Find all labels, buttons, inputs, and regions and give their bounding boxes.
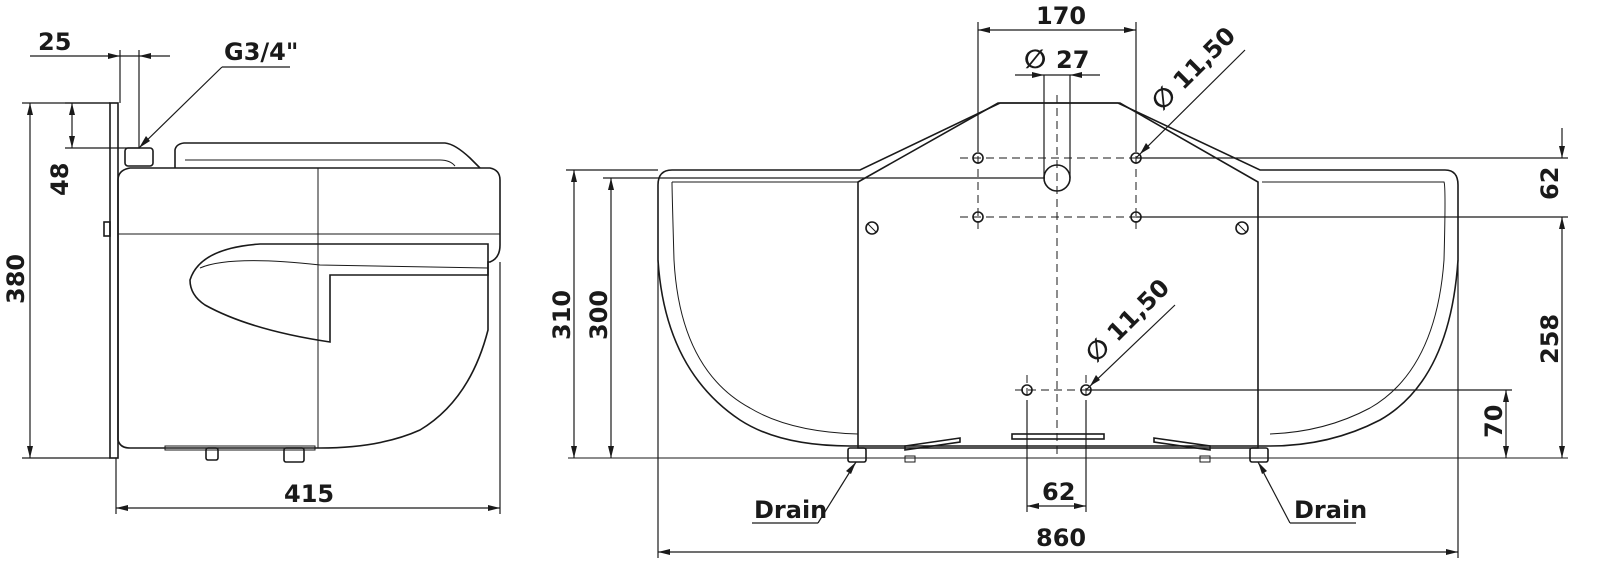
dim-slot-diameter: 27	[1056, 46, 1089, 74]
dim-hole-spacing: 170	[1036, 2, 1086, 30]
dim-inlet-height: 48	[46, 163, 74, 196]
dim-total-width: 860	[1036, 524, 1086, 552]
base-slot-right	[1153, 437, 1211, 451]
foot-front-1	[904, 455, 916, 463]
drain-label-right: Drain	[1294, 496, 1367, 524]
drain-label-left: Drain	[754, 496, 827, 524]
bowl-opening	[189, 243, 489, 343]
dim-lower-hole-spacing: 62	[1042, 478, 1075, 506]
base-strip	[164, 445, 316, 451]
dim-height-300: 300	[585, 290, 613, 340]
screw-left-icon	[865, 221, 879, 235]
foot-right	[283, 447, 305, 463]
dim-depth: 415	[284, 480, 334, 508]
dim-top-width: 25	[38, 28, 71, 56]
wall-plate	[109, 102, 119, 459]
drain-valve-left	[847, 447, 867, 463]
bowl-lip	[199, 260, 489, 269]
dim-total-height: 380	[2, 254, 30, 304]
dim-upper-to-lower: 258	[1536, 314, 1564, 364]
inlet-thread-label: G3/4"	[224, 38, 298, 66]
dim-upper-hole-diameter: 11,50	[1168, 22, 1241, 95]
side-view: 25 G3/4" 48 380 415	[2, 28, 501, 514]
side-bolt	[103, 221, 111, 237]
screw-right-icon	[1235, 221, 1249, 235]
lid-inner	[185, 159, 456, 167]
trough-outline-front	[657, 102, 1459, 447]
back-plate	[857, 102, 1259, 449]
trough-inner-rim	[671, 181, 1446, 435]
base-slot-left	[904, 437, 961, 451]
dim-lower-hole-diameter: 11,50	[1102, 274, 1175, 347]
trough-body-side	[117, 167, 501, 449]
dim-height-310: 310	[548, 290, 576, 340]
base-slot-center	[1011, 433, 1105, 440]
foot-front-2	[1199, 455, 1211, 463]
lid-outline	[174, 142, 481, 169]
foot-left	[205, 447, 219, 461]
dim-lower-hole-height: 70	[1480, 405, 1508, 438]
inlet-fitting	[124, 147, 154, 167]
slot-diameter-symbol: ∅	[1024, 45, 1046, 75]
dim-upper-hole-pitch: 62	[1536, 167, 1564, 200]
drain-valve-right	[1249, 447, 1269, 463]
front-view: 170 ∅ 27 ∅ 11,50 ∅ 11,50 62 25	[548, 2, 1568, 558]
